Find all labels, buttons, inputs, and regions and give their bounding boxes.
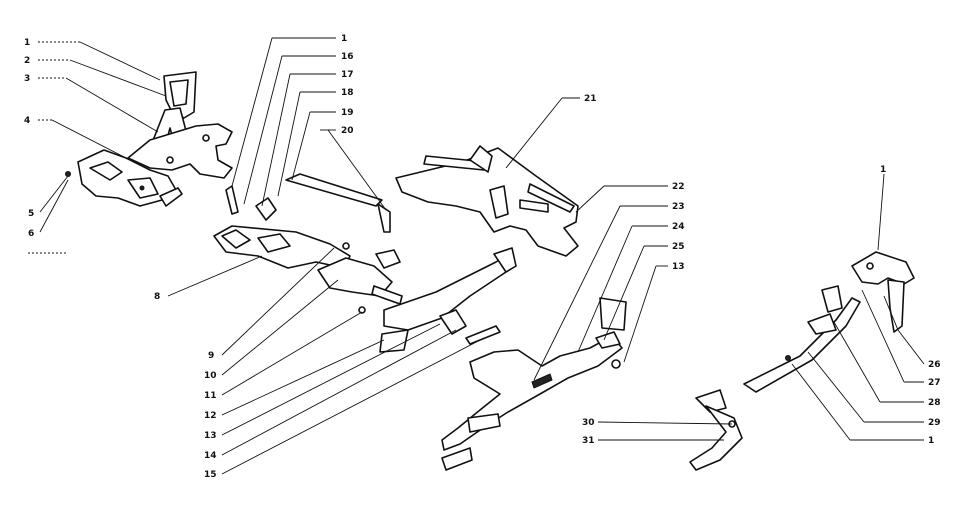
callout-15: 15 — [204, 470, 217, 480]
callout-27: 27 — [928, 378, 941, 388]
callout-3: 3 — [24, 74, 30, 84]
callout-2: 2 — [24, 56, 30, 66]
callout-11: 11 — [204, 391, 217, 401]
callout-31: 31 — [582, 436, 595, 446]
callout-30: 30 — [582, 418, 595, 428]
callout-26: 26 — [928, 360, 941, 370]
callout-9: 9 — [208, 351, 214, 361]
callout-23: 23 — [672, 202, 685, 212]
callout-1-right-top: 1 — [880, 165, 886, 175]
callout-5: 5 — [28, 209, 34, 219]
callout-6: 6 — [28, 229, 34, 239]
callout-13-right: 13 — [672, 262, 685, 272]
callout-16: 16 — [341, 52, 354, 62]
callout-13-center: 13 — [204, 431, 217, 441]
callout-1-top-left: 1 — [24, 38, 30, 48]
top-frame-assembly — [395, 145, 579, 257]
callout-4: 4 — [24, 116, 30, 126]
callout-8: 8 — [154, 292, 160, 302]
long-lever-assembly — [441, 297, 627, 471]
callout-12: 12 — [204, 411, 217, 421]
callout-17: 17 — [341, 70, 354, 80]
callout-1-top-center: 1 — [341, 34, 347, 44]
callout-14: 14 — [204, 451, 217, 461]
leader-lines — [28, 37, 925, 475]
shaft-assembly — [213, 173, 403, 314]
right-lever-assembly — [689, 251, 915, 471]
callout-29: 29 — [928, 418, 941, 428]
callout-25: 25 — [672, 242, 685, 252]
callout-labels: 1 2 3 4 5 6 8 9 10 11 12 13 14 15 1 16 1… — [24, 34, 941, 480]
callout-20: 20 — [341, 126, 354, 136]
callout-21: 21 — [584, 94, 597, 104]
left-bracket-assembly — [65, 71, 233, 207]
center-plate-assembly — [379, 247, 517, 353]
callout-10: 10 — [204, 371, 217, 381]
callout-22: 22 — [672, 182, 685, 192]
callout-24: 24 — [672, 222, 685, 232]
callout-28: 28 — [928, 398, 941, 408]
callout-19: 19 — [341, 108, 354, 118]
callout-18: 18 — [341, 88, 354, 98]
callout-1-right-bottom: 1 — [928, 436, 934, 446]
